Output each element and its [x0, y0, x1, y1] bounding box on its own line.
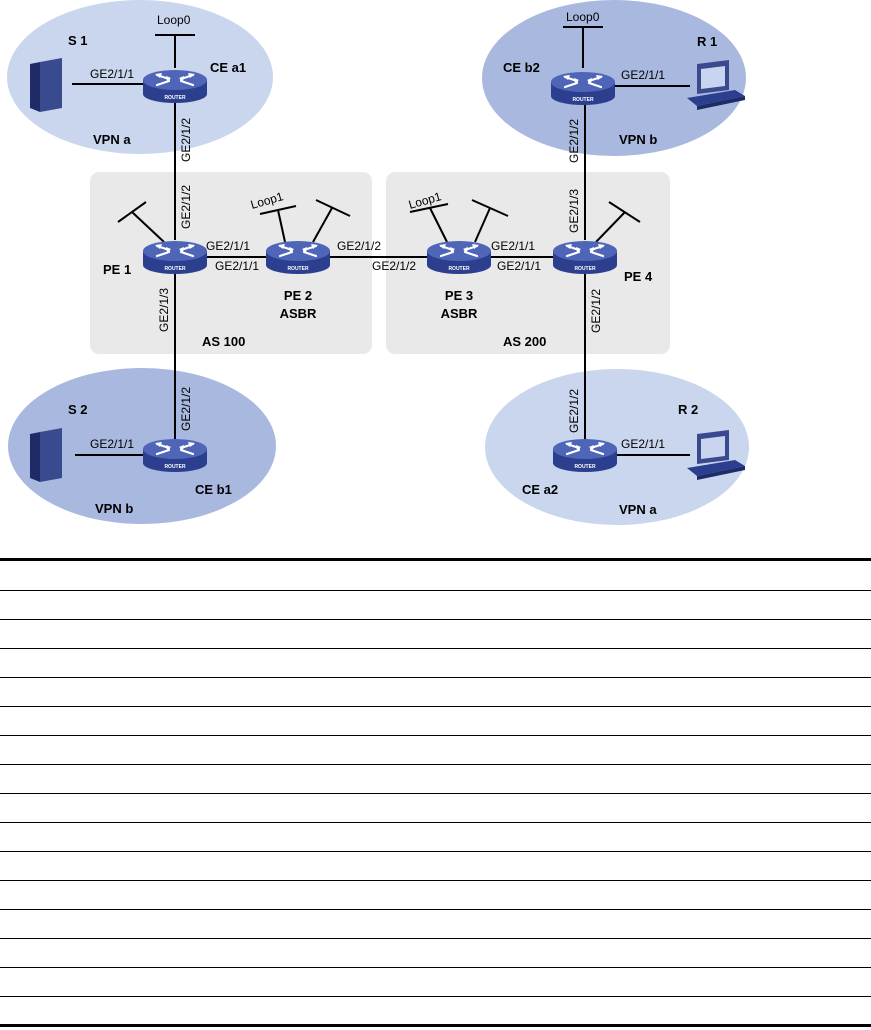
- table-row-rule: [0, 909, 871, 910]
- blank-table: [0, 556, 871, 1030]
- pe1-right-if-label: GE2/1/1: [206, 239, 250, 253]
- ceb2-down-if-label: GE2/1/2: [567, 119, 581, 163]
- vpn-b-bottom-label: VPN b: [95, 501, 133, 516]
- s1-label: S 1: [68, 33, 88, 48]
- ceb2-r1-if-label: GE2/1/1: [621, 68, 665, 82]
- pe3-label: PE 3: [445, 288, 473, 303]
- pe2-label: PE 2: [284, 288, 312, 303]
- cea2-up-if-label: GE2/1/2: [567, 389, 581, 433]
- svg-text:ROUTER: ROUTER: [572, 97, 594, 103]
- as200-label: AS 200: [503, 334, 546, 349]
- s2-label: S 2: [68, 402, 88, 417]
- svg-text:ROUTER: ROUTER: [287, 266, 309, 272]
- server-icon: [30, 58, 62, 112]
- pe2-right-if-label: GE2/1/2: [337, 239, 381, 253]
- table-row-rule: [0, 648, 871, 649]
- pe2-left-if-label: GE2/1/1: [215, 259, 259, 273]
- table-row-rule: [0, 880, 871, 881]
- ceb1-up-if-label: GE2/1/2: [179, 387, 193, 431]
- pe4-label: PE 4: [624, 269, 653, 284]
- pe4-left-if-label: GE2/1/1: [497, 259, 541, 273]
- r1-label: R 1: [697, 34, 717, 49]
- router-cea1[interactable]: ROUTER: [143, 70, 207, 103]
- pe2-role-label: ASBR: [280, 306, 317, 321]
- table-row-rule: [0, 735, 871, 736]
- as100-label: AS 100: [202, 334, 245, 349]
- cea2-r2-if-label: GE2/1/1: [621, 437, 665, 451]
- svg-text:ROUTER: ROUTER: [164, 266, 186, 272]
- router-cea2[interactable]: ROUTER: [553, 439, 617, 472]
- table-row-rule: [0, 677, 871, 678]
- svg-text:ROUTER: ROUTER: [574, 464, 596, 470]
- s2-ceb1-if-label: GE2/1/1: [90, 437, 134, 451]
- server-s2[interactable]: [30, 428, 62, 482]
- router-pe3[interactable]: ROUTER: [427, 241, 491, 274]
- cea1-loop0-label: Loop0: [157, 13, 191, 27]
- ceb1-label: CE b1: [195, 482, 232, 497]
- pe1-down-if-label: GE2/1/3: [157, 288, 171, 332]
- table-row-rule: [0, 706, 871, 707]
- server-s1[interactable]: [30, 58, 62, 112]
- table-row-rule: [0, 967, 871, 968]
- svg-text:ROUTER: ROUTER: [574, 266, 596, 272]
- router-ceb2[interactable]: ROUTER: [551, 72, 615, 105]
- ceb2-loop0-label: Loop0: [566, 10, 600, 24]
- svg-text:ROUTER: ROUTER: [448, 266, 470, 272]
- svg-text:ROUTER: ROUTER: [164, 95, 186, 101]
- network-topology-diagram: ROUTER ROUTER ROUTER ROUTER ROUTER ROUTE…: [0, 0, 871, 556]
- table-top-rule: [0, 558, 871, 561]
- vpn-b-top-label: VPN b: [619, 132, 657, 147]
- table-row-rule: [0, 619, 871, 620]
- table-row-rule: [0, 793, 871, 794]
- router-pe2[interactable]: ROUTER: [266, 241, 330, 274]
- pe1-up-if-label: GE2/1/2: [179, 185, 193, 229]
- vpn-a-top-label: VPN a: [93, 132, 131, 147]
- table-row-rule: [0, 590, 871, 591]
- router-ceb1[interactable]: ROUTER: [143, 439, 207, 472]
- table-row-rule: [0, 764, 871, 765]
- cea2-label: CE a2: [522, 482, 558, 497]
- router-pe4[interactable]: ROUTER: [553, 241, 617, 274]
- table-bottom-rule: [0, 1024, 871, 1027]
- pe1-label: PE 1: [103, 262, 131, 277]
- table-row-rule: [0, 822, 871, 823]
- server-icon: [30, 428, 62, 482]
- cea1-label: CE a1: [210, 60, 246, 75]
- pe3-right-if-label: GE2/1/1: [491, 239, 535, 253]
- pe3-role-label: ASBR: [441, 306, 478, 321]
- table-row-rule: [0, 996, 871, 997]
- pe4-down-if-label: GE2/1/2: [589, 289, 603, 333]
- svg-text:ROUTER: ROUTER: [164, 464, 186, 470]
- pe4-up-if-label: GE2/1/3: [567, 189, 581, 233]
- pe3-left-if-label: GE2/1/2: [372, 259, 416, 273]
- r2-label: R 2: [678, 402, 698, 417]
- vpn-a-bottom-label: VPN a: [619, 502, 657, 517]
- router-pe1[interactable]: ROUTER: [143, 241, 207, 274]
- cea1-down-if-label: GE2/1/2: [179, 118, 193, 162]
- table-row-rule: [0, 851, 871, 852]
- table-row-rule: [0, 938, 871, 939]
- ceb2-label: CE b2: [503, 60, 540, 75]
- s1-cea1-if-label: GE2/1/1: [90, 67, 134, 81]
